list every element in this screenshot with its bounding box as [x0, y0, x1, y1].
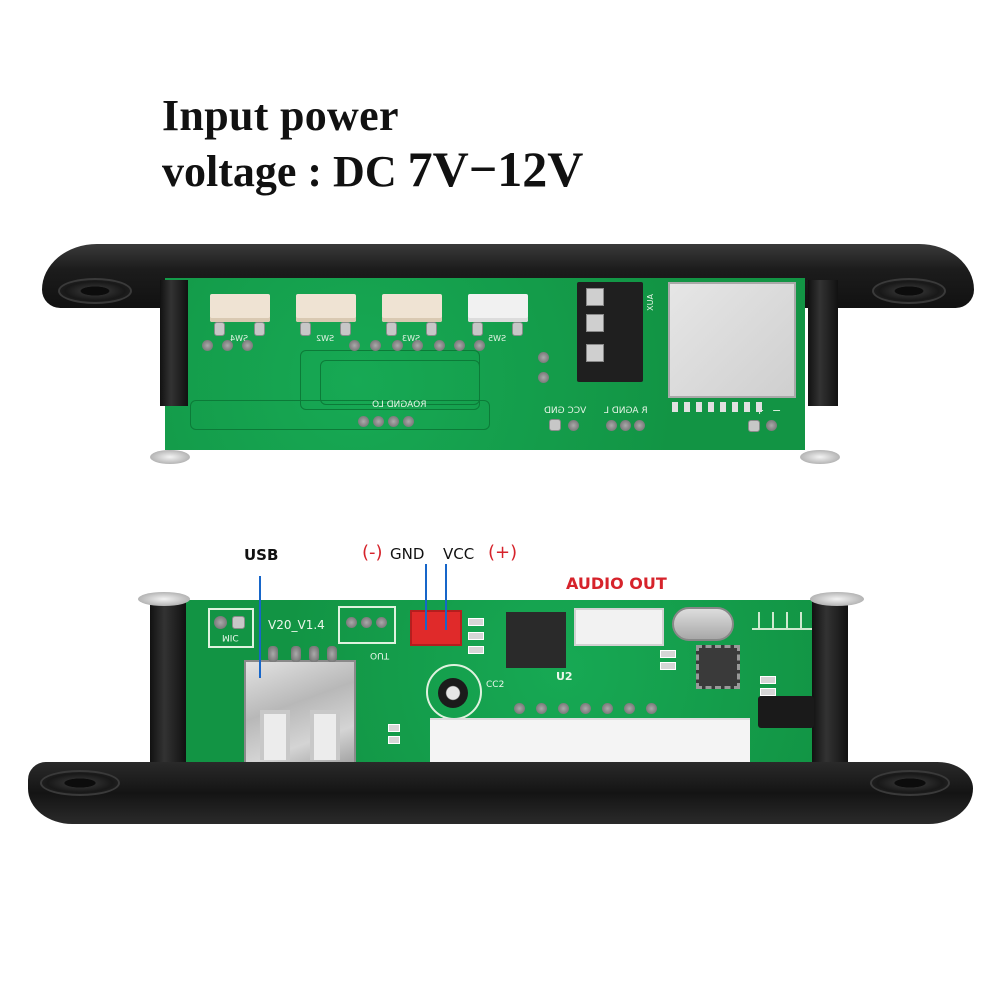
- standoff-left: [160, 280, 188, 406]
- gnd-annotation: GND: [390, 545, 425, 563]
- usb-tab: [260, 710, 290, 760]
- audio-out-connector[interactable]: [574, 608, 664, 646]
- vcc-polarity: (+): [488, 542, 518, 563]
- screw-left: [138, 592, 190, 606]
- vcc-leader-line: [445, 564, 447, 630]
- out-label: OUT: [370, 650, 390, 660]
- tact-switch-2[interactable]: [296, 294, 356, 322]
- voltage-range: 7V−12V: [407, 141, 584, 198]
- mount-hole-left: [58, 278, 132, 304]
- version-label: V20_V1.4: [268, 618, 325, 632]
- tact-switch-1[interactable]: [210, 294, 270, 322]
- out-footprint: [338, 606, 396, 644]
- tact-switch-4[interactable]: [468, 294, 528, 322]
- mount-hole-right: [872, 278, 946, 304]
- audio-out-annotation: AUDIO OUT: [566, 574, 667, 593]
- pcb-antenna: [752, 612, 812, 630]
- bottom-front-bezel: [28, 762, 973, 824]
- line-in-label: R AGND L: [604, 406, 648, 416]
- screw-left: [150, 450, 190, 464]
- tact-switch-3[interactable]: [382, 294, 442, 322]
- lo-group-label: ROAGND LO: [372, 400, 427, 410]
- headline-line-2: voltage : DC 7V−12V: [162, 142, 583, 197]
- mic-label: MIC: [222, 632, 239, 642]
- screw-right: [800, 450, 840, 464]
- display-header: [430, 718, 750, 770]
- mount-hole-left: [40, 770, 120, 796]
- gnd-polarity: (-): [362, 542, 383, 563]
- standoff-right: [812, 598, 848, 768]
- pcb-trace: [190, 400, 490, 430]
- tf-card-pins: [672, 402, 768, 412]
- voltage-regulator: [506, 612, 566, 668]
- electrolytic-capacitor: [438, 678, 468, 708]
- voltage-prefix: voltage : DC: [162, 147, 408, 197]
- crystal-oscillator: [672, 607, 734, 641]
- bluetooth-chip: [696, 645, 740, 689]
- ir-receiver: [758, 696, 814, 728]
- standoff-left: [150, 598, 186, 768]
- power-input-connector[interactable]: [410, 610, 462, 646]
- u2-label: U2: [556, 670, 573, 683]
- power-pads-label: VCC GND: [544, 406, 587, 416]
- mount-hole-right: [870, 770, 950, 796]
- screw-right: [810, 592, 864, 606]
- pcb-trace: [320, 360, 480, 405]
- tf-card-slot[interactable]: [668, 282, 796, 398]
- standoff-right: [808, 280, 838, 406]
- aux-label: AUX: [646, 294, 655, 311]
- minus-label: −: [772, 404, 782, 417]
- switch-label-2: SW2: [316, 334, 335, 343]
- vcc-annotation: VCC: [443, 545, 475, 563]
- usb-annotation: USB: [244, 546, 279, 564]
- usb-tab: [310, 710, 340, 760]
- cc2-label: CC2: [486, 680, 505, 690]
- headline-line-1: Input power: [162, 91, 399, 140]
- usb-leader-line: [259, 576, 261, 678]
- headline: Input power voltage : DC 7V−12V: [162, 91, 583, 197]
- usb-port[interactable]: [244, 660, 356, 772]
- switch-label-4: SW5: [488, 334, 507, 343]
- mic-footprint: [208, 608, 254, 648]
- gnd-leader-line: [425, 564, 427, 630]
